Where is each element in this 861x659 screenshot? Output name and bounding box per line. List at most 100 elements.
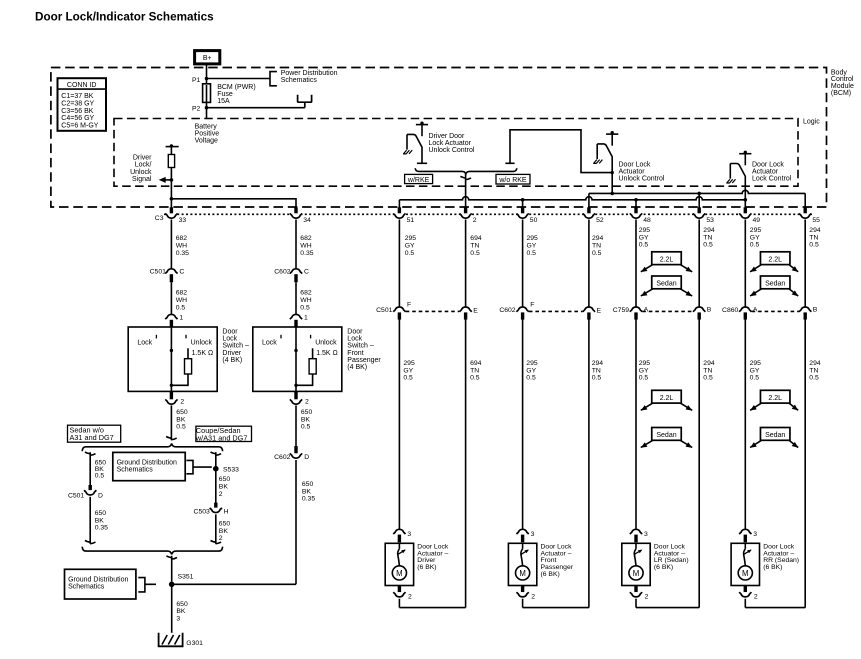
svg-text:TN: TN [703, 367, 712, 374]
svg-text:0.5: 0.5 [639, 375, 649, 382]
svg-text:Lock: Lock [137, 340, 152, 347]
svg-text:TN: TN [809, 367, 818, 374]
svg-text:0.5: 0.5 [95, 473, 105, 480]
svg-text:S351: S351 [178, 573, 194, 580]
svg-text:295: 295 [526, 360, 538, 367]
svg-text:0.5: 0.5 [592, 250, 602, 257]
svg-text:G301: G301 [186, 640, 203, 647]
svg-text:53: 53 [706, 217, 714, 224]
svg-text:0.35: 0.35 [95, 525, 108, 532]
svg-text:1.5K Ω: 1.5K Ω [316, 350, 338, 357]
svg-text:0.5: 0.5 [403, 375, 413, 382]
svg-text:295: 295 [527, 235, 539, 242]
svg-text:S533: S533 [223, 467, 239, 474]
svg-text:D: D [304, 454, 309, 461]
svg-text:650: 650 [302, 481, 314, 488]
svg-text:BK: BK [95, 517, 105, 524]
svg-text:3: 3 [407, 531, 411, 538]
svg-text:GY: GY [405, 242, 415, 249]
svg-text:Sedan: Sedan [656, 432, 676, 439]
svg-text:w/A31 and DG7: w/A31 and DG7 [195, 434, 248, 443]
svg-text:Lock: Lock [262, 340, 277, 347]
svg-text:Door Lock: Door Lock [763, 543, 795, 550]
svg-text:0.5: 0.5 [176, 304, 186, 311]
svg-text:0.5: 0.5 [300, 304, 310, 311]
svg-text:650: 650 [301, 409, 313, 416]
svg-text:2.2L: 2.2L [660, 395, 674, 402]
svg-text:C: C [179, 268, 184, 275]
svg-text:(6 BK): (6 BK) [763, 564, 782, 571]
svg-text:650: 650 [95, 459, 107, 466]
svg-text:BK: BK [301, 416, 311, 423]
svg-text:650: 650 [176, 601, 188, 608]
svg-text:294: 294 [703, 360, 715, 367]
svg-text:295: 295 [750, 360, 762, 367]
svg-text:682: 682 [176, 235, 188, 242]
svg-text:WH: WH [300, 297, 311, 304]
svg-text:C860: C860 [722, 307, 738, 314]
svg-text:0.5: 0.5 [750, 375, 760, 382]
svg-text:294: 294 [703, 227, 715, 234]
svg-text:Sedan: Sedan [765, 281, 785, 288]
svg-text:BK: BK [176, 608, 186, 615]
svg-text:0.5: 0.5 [809, 241, 819, 248]
svg-text:2.2L: 2.2L [660, 256, 674, 263]
svg-text:Ground Distribution: Ground Distribution [68, 576, 128, 583]
svg-text:295: 295 [750, 227, 762, 234]
svg-text:P1: P1 [192, 77, 201, 84]
svg-text:C501: C501 [376, 307, 392, 314]
svg-text:Sedan: Sedan [765, 432, 785, 439]
svg-text:w/RKE: w/RKE [407, 177, 430, 184]
svg-text:(6 BK): (6 BK) [654, 564, 673, 571]
svg-text:294: 294 [592, 360, 604, 367]
svg-text:A31 and DG7: A31 and DG7 [70, 433, 114, 442]
svg-text:Driver: Driver [133, 154, 152, 161]
svg-text:2: 2 [305, 399, 309, 406]
svg-text:694: 694 [470, 360, 482, 367]
svg-text:CONN ID: CONN ID [67, 82, 97, 89]
svg-text:3: 3 [176, 615, 180, 622]
svg-text:295: 295 [403, 360, 415, 367]
svg-text:Unlock: Unlock [130, 169, 152, 176]
svg-text:GY: GY [750, 234, 760, 241]
svg-text:682: 682 [176, 290, 188, 297]
svg-text:0.5: 0.5 [527, 250, 537, 257]
svg-text:B: B [813, 307, 818, 314]
svg-text:A: A [644, 307, 649, 314]
svg-text:C602: C602 [274, 268, 290, 275]
svg-text:F: F [530, 301, 534, 308]
svg-text:M: M [742, 569, 749, 578]
svg-text:3: 3 [531, 531, 535, 538]
svg-text:TN: TN [592, 242, 601, 249]
svg-text:52: 52 [596, 217, 604, 224]
svg-text:2: 2 [754, 593, 758, 600]
svg-text:BK: BK [219, 483, 229, 490]
svg-text:C501: C501 [68, 492, 84, 499]
svg-text:650: 650 [95, 510, 107, 517]
svg-text:2: 2 [531, 593, 535, 600]
svg-text:49: 49 [753, 217, 761, 224]
svg-text:BCM (PWR): BCM (PWR) [217, 84, 256, 91]
svg-text:34: 34 [303, 217, 311, 224]
svg-text:C759: C759 [613, 307, 629, 314]
svg-text:Door Lock: Door Lock [417, 543, 449, 550]
svg-text:295: 295 [639, 227, 651, 234]
svg-text:3: 3 [753, 531, 757, 538]
svg-text:1.5K Ω: 1.5K Ω [192, 350, 214, 357]
svg-text:295: 295 [639, 360, 651, 367]
svg-text:0.5: 0.5 [301, 424, 311, 431]
svg-text:Control: Control [831, 76, 854, 83]
svg-text:682: 682 [300, 235, 312, 242]
svg-text:3: 3 [644, 531, 648, 538]
svg-text:Battery: Battery [195, 123, 218, 130]
svg-text:Driver: Driver [222, 350, 241, 357]
svg-text:GY: GY [403, 367, 413, 374]
svg-text:M: M [396, 569, 403, 578]
svg-text:Sedan w/o: Sedan w/o [70, 426, 104, 435]
svg-text:0.5: 0.5 [592, 375, 602, 382]
svg-text:C2=38 GY: C2=38 GY [61, 101, 94, 108]
svg-text:GY: GY [639, 234, 649, 241]
svg-text:650: 650 [176, 409, 188, 416]
svg-text:F: F [407, 301, 411, 308]
svg-text:294: 294 [809, 360, 821, 367]
